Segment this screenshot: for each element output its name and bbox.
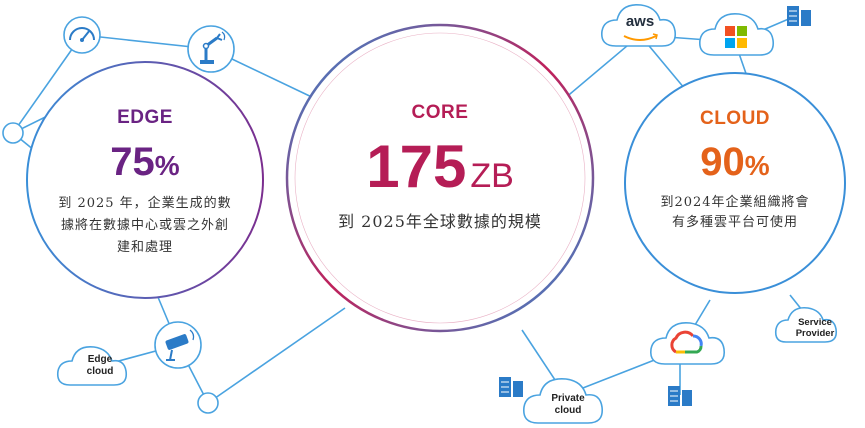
core-unit: ZB [470, 157, 514, 195]
cloud-description: 到2024年企業組織將會 有多種雲平台可使用 [640, 193, 830, 233]
google-cloud-icon [649, 321, 726, 365]
edge-stat: 75% [65, 140, 225, 185]
edge-cloud-label: Edge cloud [86, 354, 114, 377]
cloud-desc-line: 有多種雲平台可使用 [671, 215, 798, 230]
private-cloud-node [522, 378, 604, 424]
cloud-desc-line: 到2024年企業組織將會 [660, 195, 810, 210]
core-value: 175 [366, 133, 467, 200]
server-rack-icon [499, 377, 523, 397]
edge-desc-line: 據將在數據中心或雲之外創 [60, 218, 229, 233]
service-provider-label: Service Provider [795, 317, 835, 339]
edge-desc-line: 到 2025 年，企業生成的數 [58, 196, 232, 211]
cloud-stat: 90% [660, 140, 810, 185]
core-circle [285, 23, 595, 333]
aws-logo-icon [600, 3, 677, 47]
gauge-icon [63, 16, 101, 54]
edge-value: 75 [110, 140, 155, 184]
node-dot [2, 122, 24, 144]
aws-label: aws [625, 13, 655, 30]
cloud-value: 90 [700, 140, 745, 184]
connector-line [12, 34, 83, 134]
server-rack-icon [668, 386, 692, 406]
core-inner-ring [294, 32, 586, 324]
edge-cloud-node [56, 345, 128, 386]
cloud-circle [624, 72, 846, 294]
cloud-title: CLOUD [699, 108, 771, 129]
security-camera-icon [154, 321, 202, 369]
core-title: CORE [411, 102, 469, 123]
private-cloud-label: Private cloud [551, 393, 585, 416]
server-rack-icon [787, 6, 811, 26]
windows-logo-icon [698, 12, 775, 56]
edge-description: 到 2025 年，企業生成的數 據將在數據中心或雲之外創 建和處理 [38, 193, 252, 259]
edge-unit: % [154, 150, 180, 181]
cloud-unit: % [744, 150, 770, 181]
robot-arm-icon [187, 25, 235, 73]
core-description: 到 2025年全球數據的規模 [338, 212, 542, 231]
edge-desc-line: 建和處理 [116, 240, 173, 255]
connector-line [207, 307, 346, 404]
edge-circle [26, 61, 264, 299]
service-provider-node [774, 306, 838, 343]
node-dot [197, 392, 219, 414]
edge-title: EDGE [117, 107, 173, 128]
